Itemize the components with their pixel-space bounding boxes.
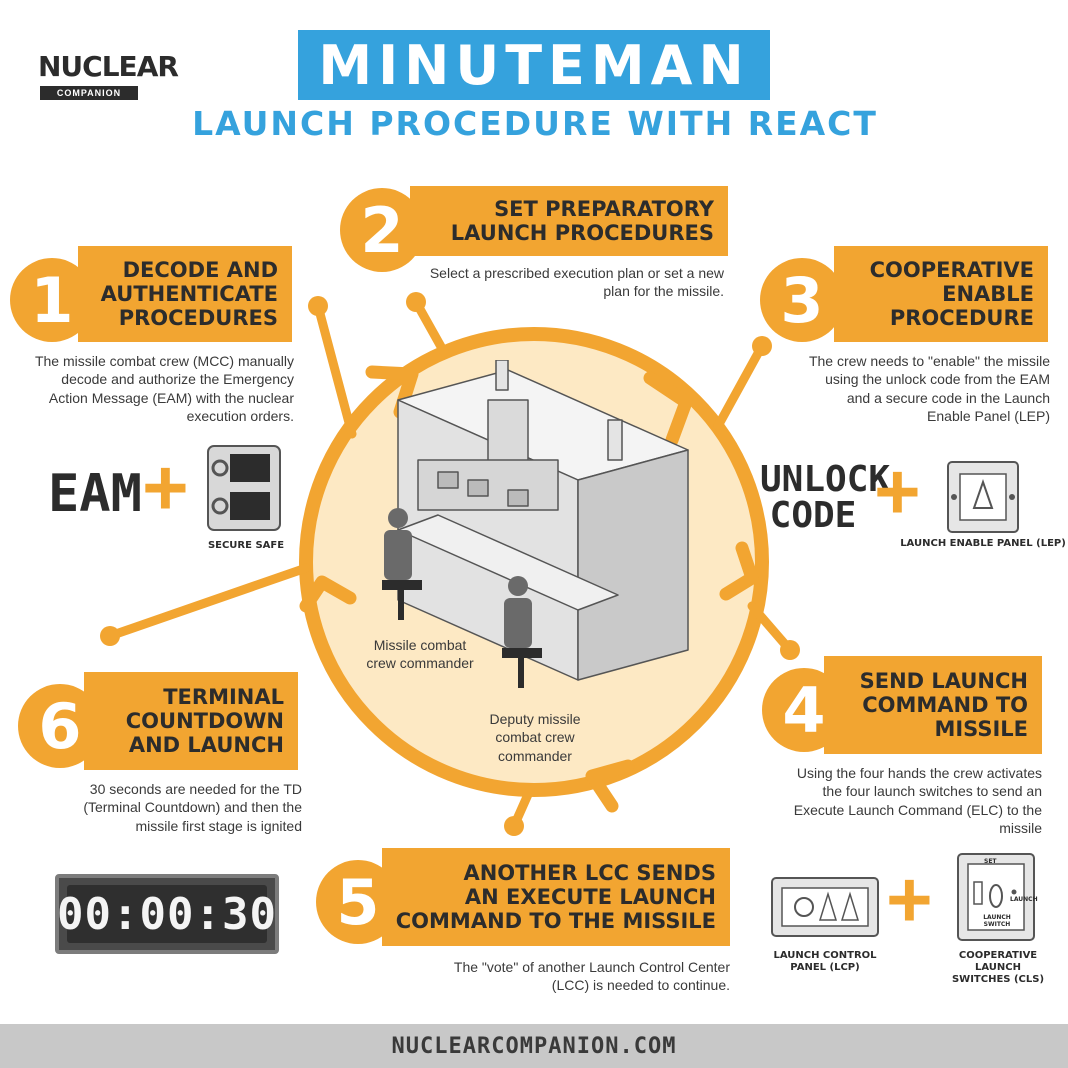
switch-launch-switch-line-2: SWITCH [983, 921, 1011, 929]
switch-launch-label: LAUNCH [1010, 896, 1038, 903]
step-6-desc: 30 seconds are needed for the TD (Termin… [83, 781, 302, 834]
switch-launch-switch-line-1: LAUNCH [983, 914, 1011, 921]
unlock-code-line-1: UNLOCK [760, 459, 891, 500]
eam-label: EAM [48, 464, 142, 524]
lcp-label-line-1: LAUNCH CONTROL [773, 950, 877, 961]
unlock-code-label: UNLOCK CODE [760, 459, 891, 536]
commander-label-line-2: crew commander [366, 655, 474, 672]
cls-label-line-2: SWITCHES (CLS) [951, 974, 1045, 985]
lcp-label-line-2: PANEL (LCP) [790, 962, 860, 973]
plus-icon: + [886, 855, 933, 944]
launch-enable-panel-icon [947, 461, 1019, 533]
countdown-timer-display: 00:00:30 [57, 885, 276, 943]
secure-safe-icon [207, 445, 281, 531]
step-2-desc: Select a prescribed execution plan or se… [429, 265, 724, 300]
step-4-title: SEND LAUNCH COMMAND TO MISSILE [824, 656, 1042, 754]
unlock-code-line-2: CODE [769, 495, 857, 536]
plus-icon: + [142, 443, 189, 532]
deputy-label: Deputy missile combat crew commander [470, 710, 600, 765]
deputy-label-line-2: combat crew [495, 729, 575, 746]
step-5-title: ANOTHER LCC SENDS AN EXECUTE LAUNCH COMM… [382, 848, 730, 946]
switch-launch-switch-label: LAUNCH SWITCH [980, 914, 1014, 928]
countdown-timer: 00:00:30 [55, 874, 279, 954]
lcp-label: LAUNCH CONTROL PANEL (LCP) [760, 950, 890, 974]
step-3-desc: The crew needs to "enable" the missile u… [808, 353, 1050, 425]
page-subtitle: LAUNCH PROCEDURE WITH REACT [192, 104, 878, 143]
brand-logo-sub: COMPANION [40, 86, 138, 100]
launch-control-panel-icon [771, 877, 879, 937]
launch-console-illustration [382, 360, 689, 688]
plus-icon: + [874, 447, 921, 536]
step-4-desc: Using the four hands the crew activates … [793, 765, 1042, 837]
cooperative-launch-switches-icon [957, 853, 1035, 941]
step-3-number: 3 [760, 258, 844, 342]
page-title: MINUTEMAN [298, 30, 770, 100]
deputy-label-line-3: commander [498, 747, 572, 764]
step-6-title: TERMINAL COUNTDOWN AND LAUNCH [84, 672, 298, 770]
cls-label: COOPERATIVE LAUNCH SWITCHES (CLS) [940, 950, 1056, 986]
step-2-title: SET PREPARATORY LAUNCH PROCEDURES [410, 186, 728, 256]
step-3-title: COOPERATIVE ENABLE PROCEDURE [834, 246, 1048, 342]
commander-label-line-1: Missile combat [373, 637, 467, 653]
switch-set-label: SET [984, 858, 997, 865]
commander-label: Missile combat crew commander [350, 636, 490, 673]
cls-label-line-1: COOPERATIVE LAUNCH [958, 950, 1038, 973]
step-5-desc: The "vote" of another Launch Control Cen… [453, 959, 730, 994]
lep-label: LAUNCH ENABLE PANEL (LEP) [900, 538, 1066, 549]
deputy-label-line-1: Deputy missile [489, 711, 581, 727]
footer-url[interactable]: NUCLEARCOMPANION.COM [0, 1024, 1068, 1068]
step-1-desc: The missile combat crew (MCC) manually d… [34, 353, 294, 425]
brand-logo: NUCLEAR [38, 50, 179, 83]
secure-safe-label: SECURE SAFE [207, 540, 285, 551]
step-1-title: DECODE AND AUTHENTICATE PROCEDURES [78, 246, 292, 342]
